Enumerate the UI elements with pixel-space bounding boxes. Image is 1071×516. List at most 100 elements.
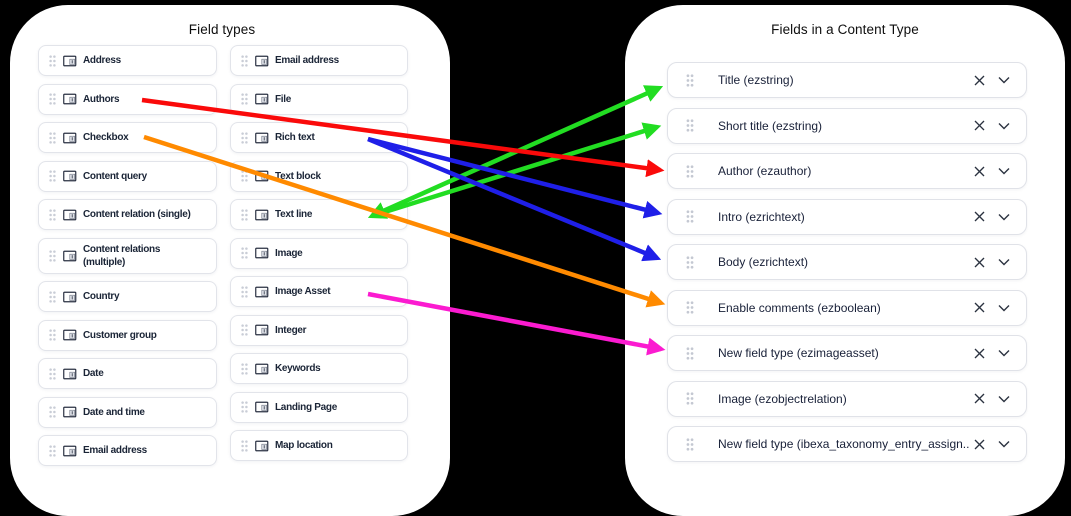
drag-handle-icon[interactable] [241, 362, 248, 375]
drag-handle-icon[interactable] [49, 131, 56, 144]
expand-field-button[interactable] [994, 207, 1014, 227]
content-type-field-row[interactable]: New field type (ezimageasset) [667, 335, 1027, 371]
field-type-card[interactable]: Checkbox [38, 122, 217, 153]
content-type-field-row[interactable]: New field type (ibexa_taxonomy_entry_ass… [667, 426, 1027, 462]
field-type-card[interactable]: Content relations (multiple) [38, 237, 217, 274]
drag-handle-icon[interactable] [49, 290, 56, 303]
drag-handle-icon[interactable] [49, 444, 56, 457]
field-input-icon [63, 209, 77, 220]
field-type-card[interactable]: Image [230, 237, 408, 269]
expand-field-button[interactable] [994, 161, 1014, 181]
drag-handle-icon[interactable] [241, 285, 248, 298]
field-type-card[interactable]: Customer group [38, 319, 217, 351]
content-type-field-row[interactable]: Title (ezstring) [667, 62, 1027, 98]
field-type-card[interactable]: File [230, 83, 408, 115]
field-type-card[interactable]: Image Asset [230, 276, 408, 307]
content-type-field-label: Intro (ezrichtext) [718, 209, 805, 224]
expand-field-button[interactable] [994, 298, 1014, 318]
field-type-label: Customer group [83, 329, 157, 341]
field-type-card[interactable]: Integer [230, 314, 408, 346]
field-type-card[interactable]: Text line [230, 199, 408, 230]
drag-handle-icon[interactable] [49, 170, 56, 182]
drag-handle-icon[interactable] [686, 73, 694, 87]
field-input-icon [255, 93, 269, 105]
field-type-label: Content relation (single) [83, 209, 191, 220]
content-type-field-row[interactable]: Body (ezrichtext) [667, 244, 1027, 280]
remove-field-button[interactable] [969, 207, 989, 227]
chevron-down-icon [998, 441, 1010, 448]
remove-field-button[interactable] [969, 116, 989, 136]
close-icon [974, 211, 984, 222]
field-types-panel: Field types Address [10, 5, 450, 516]
drag-handle-icon[interactable] [49, 406, 56, 418]
expand-field-button[interactable] [994, 252, 1014, 272]
field-input-icon [255, 55, 269, 66]
field-type-label: Email address [83, 445, 147, 456]
expand-field-button[interactable] [994, 116, 1014, 136]
drag-handle-icon[interactable] [241, 54, 248, 67]
drag-handle-icon[interactable] [241, 170, 248, 182]
field-type-card[interactable]: Keywords [230, 353, 408, 384]
field-input-icon [255, 209, 269, 220]
drag-handle-icon[interactable] [49, 367, 56, 380]
field-type-card[interactable]: Content query [38, 160, 217, 192]
remove-field-button[interactable] [969, 389, 989, 409]
drag-handle-icon[interactable] [49, 329, 56, 341]
field-type-card[interactable]: Landing Page [230, 391, 408, 423]
field-type-card[interactable]: Date and time [38, 396, 217, 428]
field-type-card[interactable]: Authors [38, 83, 217, 115]
drag-handle-icon[interactable] [686, 164, 694, 178]
field-type-label: Content query [83, 170, 147, 182]
expand-field-button[interactable] [994, 343, 1014, 363]
drag-handle-icon[interactable] [49, 93, 56, 105]
field-type-label: Rich text [275, 132, 315, 143]
drag-handle-icon[interactable] [49, 249, 56, 262]
drag-handle-icon[interactable] [686, 255, 694, 269]
close-icon [974, 75, 984, 85]
drag-handle-icon[interactable] [686, 437, 694, 451]
remove-field-button[interactable] [969, 298, 989, 318]
field-type-card[interactable]: Address [38, 45, 217, 76]
content-type-field-row[interactable]: Author (ezauthor) [667, 153, 1027, 189]
expand-field-button[interactable] [994, 434, 1014, 454]
drag-handle-icon[interactable] [686, 301, 694, 314]
drag-handle-icon[interactable] [686, 119, 694, 132]
field-type-card[interactable]: Date [38, 358, 217, 389]
content-type-field-row[interactable]: Intro (ezrichtext) [667, 198, 1027, 235]
remove-field-button[interactable] [969, 161, 989, 181]
field-type-card[interactable]: Country [38, 281, 217, 312]
drag-handle-icon[interactable] [241, 93, 248, 105]
drag-handle-icon[interactable] [241, 401, 248, 413]
content-type-field-row[interactable]: Short title (ezstring) [667, 107, 1027, 144]
field-type-label: Date [83, 368, 104, 379]
drag-handle-icon[interactable] [241, 439, 248, 452]
field-type-label: Text line [275, 209, 313, 220]
chevron-down-icon [998, 304, 1010, 311]
field-type-card[interactable]: Email address [230, 45, 408, 76]
content-type-field-row[interactable]: Enable comments (ezboolean) [667, 289, 1027, 326]
drag-handle-icon[interactable] [241, 131, 248, 144]
drag-handle-icon[interactable] [241, 324, 248, 336]
field-type-card[interactable]: Map location [230, 430, 408, 461]
expand-field-button[interactable] [994, 389, 1014, 409]
remove-field-button[interactable] [969, 434, 989, 454]
field-type-card[interactable]: Rich text [230, 122, 408, 153]
drag-handle-icon[interactable] [686, 392, 694, 405]
field-type-label: Image Asset [275, 286, 331, 297]
field-type-card[interactable]: Text block [230, 160, 408, 192]
drag-handle-icon[interactable] [686, 346, 694, 360]
remove-field-button[interactable] [969, 252, 989, 272]
drag-handle-icon[interactable] [49, 208, 56, 221]
remove-field-button[interactable] [969, 343, 989, 363]
field-type-card[interactable]: Email address [38, 435, 217, 466]
drag-handle-icon[interactable] [241, 247, 248, 259]
field-input-icon [63, 406, 77, 418]
remove-field-button[interactable] [969, 70, 989, 90]
content-type-field-row[interactable]: Image (ezobjectrelation) [667, 380, 1027, 417]
field-input-icon [255, 170, 269, 182]
drag-handle-icon[interactable] [241, 208, 248, 221]
expand-field-button[interactable] [994, 70, 1014, 90]
drag-handle-icon[interactable] [49, 54, 56, 67]
drag-handle-icon[interactable] [686, 210, 694, 223]
field-type-card[interactable]: Content relation (single) [38, 199, 217, 230]
